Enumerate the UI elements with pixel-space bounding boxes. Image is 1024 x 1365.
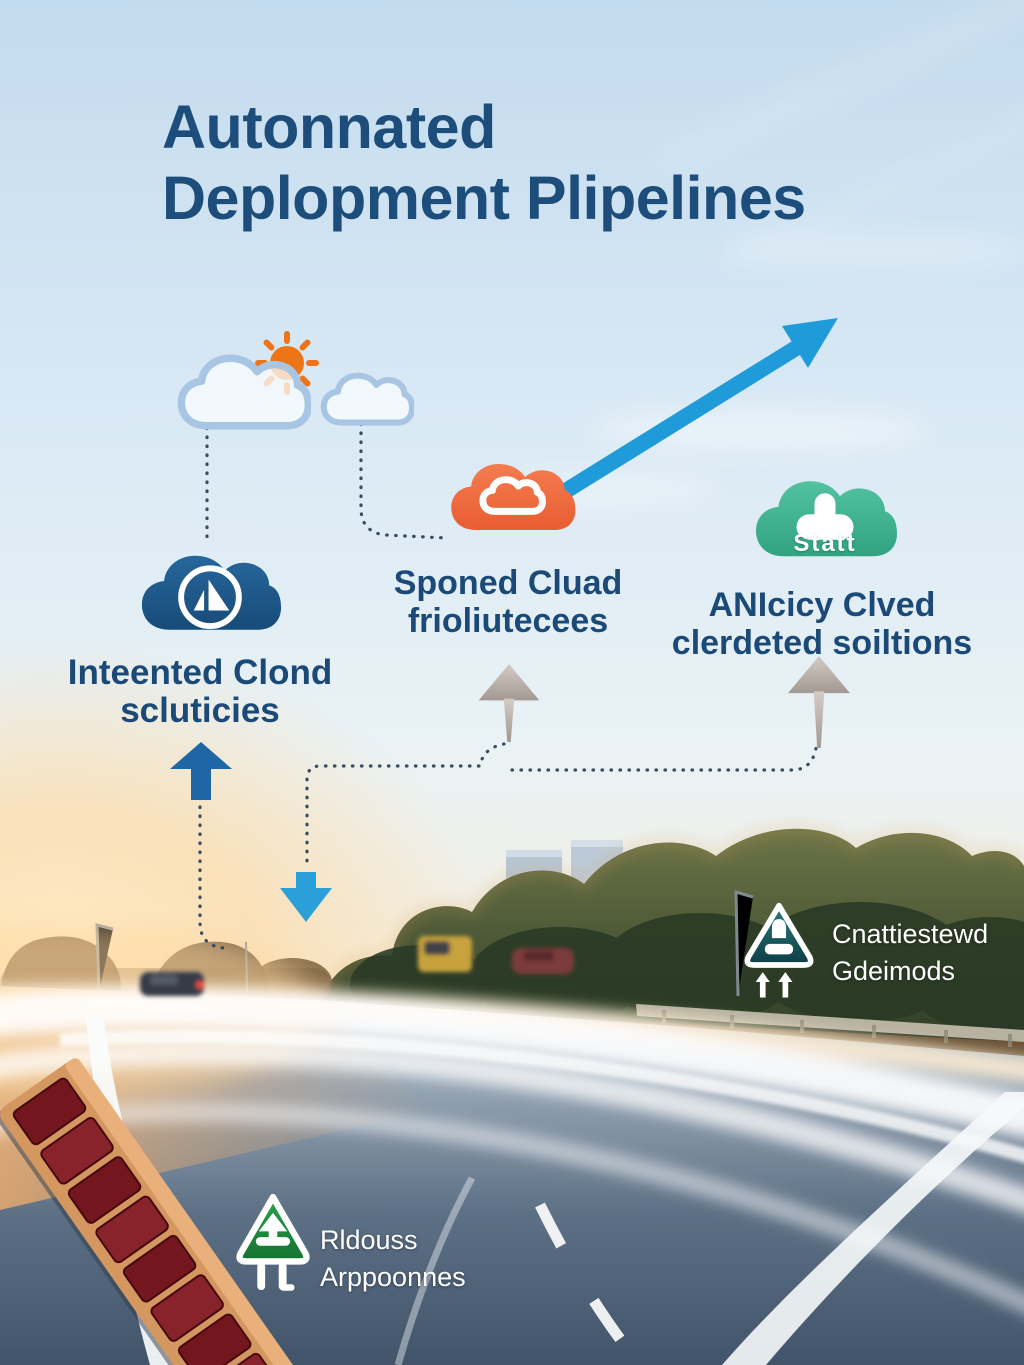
down-arrow-blue-icon — [280, 872, 332, 922]
vehicles — [140, 936, 574, 996]
up-arrow-blue-icon — [170, 742, 232, 800]
sign-line: Rldouss — [320, 1225, 418, 1255]
sign-line: Cnattiestewd — [832, 919, 989, 949]
send-glyph — [178, 565, 242, 630]
trend-arrow-icon — [559, 318, 838, 499]
red-barrier — [0, 1058, 298, 1365]
label-roadworks-sign: Rldouss Arppoonnes — [320, 1222, 550, 1296]
inner-cloud-glyph — [479, 476, 546, 515]
cloud-outline-small-icon — [320, 372, 414, 426]
label-sponed-cloud: Sponed Cluad frioliutecees — [330, 564, 686, 640]
label-line: frioliutecees — [407, 602, 609, 640]
light-streaks — [0, 983, 1024, 1314]
warning-triangle-sign-icon — [744, 902, 814, 998]
double-up-arrows-glyph — [755, 972, 793, 998]
sign-legs — [257, 1262, 295, 1291]
sign-line: Gdeimods — [832, 956, 956, 986]
label-ai-cloud: ANIcicy Clved clerdeted soiltions — [632, 586, 1012, 662]
label-line: clerdeted soiltions — [671, 624, 973, 662]
up-arrow-gray-icon — [478, 664, 540, 742]
label-line: Inteented Clond — [67, 653, 333, 692]
label-line: ANIcicy Clved — [708, 586, 936, 624]
label-line: scluticies — [120, 691, 280, 730]
upload-glyph — [796, 493, 854, 540]
tree-roadworks-sign-icon — [236, 1193, 310, 1291]
sign-line: Arppoonnes — [320, 1262, 466, 1292]
blue-cloud-send-icon — [141, 555, 282, 630]
up-arrow-gray-icon — [788, 656, 850, 748]
title-line-1: Autonnated — [162, 93, 496, 161]
page-title: Autonnated Deplopment Plipelines — [162, 92, 922, 234]
label-integrated-cloud: Inteented Clond scluticies — [10, 654, 390, 730]
green-cloud-upload-icon — [756, 481, 897, 557]
label-line: Sponed Cluad — [393, 564, 623, 602]
cloud-outline-large-icon — [177, 354, 311, 430]
orange-cloud-icon — [451, 464, 576, 531]
tree-glyph — [255, 1212, 291, 1246]
statt-badge: Statt — [750, 470, 900, 572]
title-line-2: Deplopment Plipelines — [162, 164, 806, 232]
label-chartered-sign: Cnattiestewd Gdeimods — [832, 916, 1024, 990]
statt-badge-label: Statt — [793, 530, 857, 557]
